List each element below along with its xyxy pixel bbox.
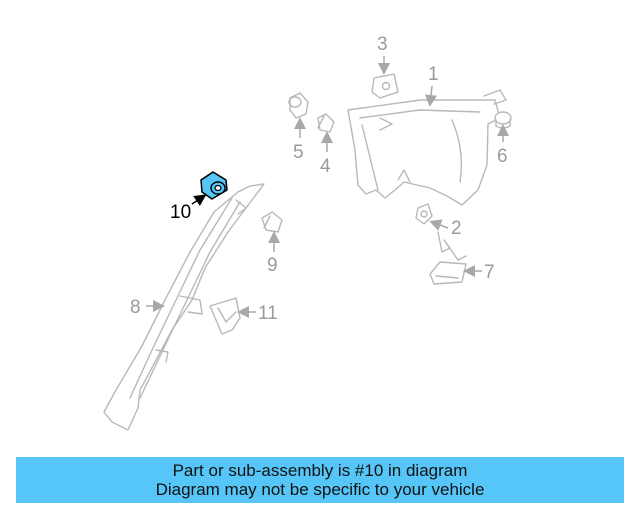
callout-1: 1 — [428, 64, 439, 85]
bolt-part-4 — [317, 113, 335, 133]
leader-line-1 — [425, 85, 437, 107]
cap-part-6 — [494, 111, 512, 129]
bracket-part-11 — [209, 297, 241, 335]
clip-part-3 — [371, 73, 399, 99]
banner-line-2: Diagram may not be specific to your vehi… — [155, 480, 485, 499]
callout-5: 5 — [293, 142, 304, 163]
callout-10: 10 — [170, 202, 191, 223]
leader-line-2 — [429, 219, 449, 231]
callout-8: 8 — [130, 297, 141, 318]
info-banner: Part or sub-assembly is #10 in diagram D… — [16, 457, 624, 503]
callout-11: 11 — [258, 303, 278, 324]
bolt-part-9 — [261, 211, 283, 233]
callout-6: 6 — [497, 146, 508, 167]
screw-part-2 — [415, 203, 433, 225]
callout-7: 7 — [484, 262, 495, 283]
callout-9: 9 — [267, 255, 278, 276]
banner-line-1: Part or sub-assembly is #10 in diagram — [172, 461, 468, 480]
callout-2: 2 — [451, 218, 462, 239]
grommet-part-5 — [288, 92, 309, 119]
callout-4: 4 — [320, 156, 331, 177]
leader-line-10 — [191, 194, 207, 206]
highlighted-bushing-part-10 — [200, 171, 228, 200]
callout-3: 3 — [377, 34, 388, 55]
pillar-trim-part-8 — [103, 183, 265, 431]
lamp-part-7 — [429, 231, 467, 285]
quarter-trim-panel-part-1 — [347, 89, 507, 206]
